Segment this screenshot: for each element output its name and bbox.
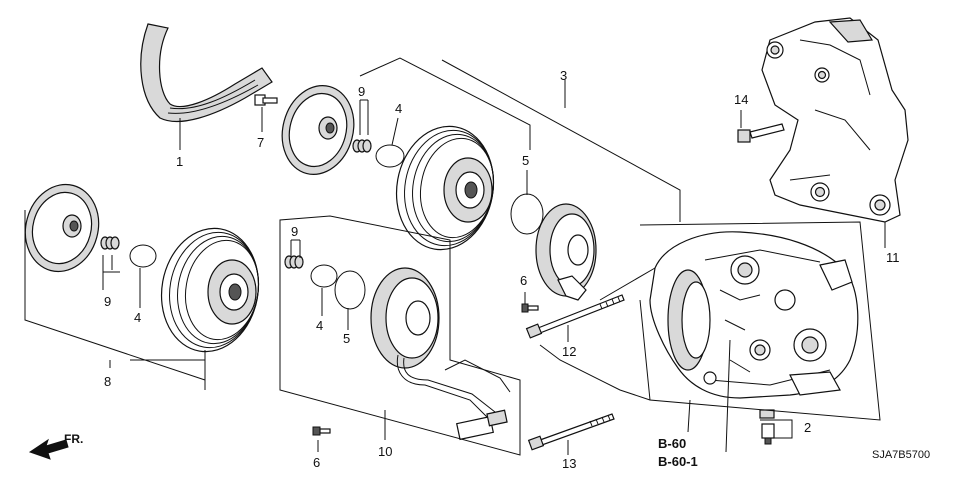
clutch-plate-upper[interactable]	[273, 77, 364, 182]
callout-1: 1	[176, 154, 183, 169]
bolt-14[interactable]	[737, 123, 785, 143]
snap-ring-4-upper[interactable]	[375, 144, 405, 168]
snap-ring-5-upper[interactable]	[510, 193, 544, 235]
callout-14: 14	[734, 92, 748, 107]
callout-13: 13	[562, 456, 576, 471]
snap-ring-4-middle[interactable]	[310, 264, 338, 288]
callout-4-middle: 4	[316, 318, 323, 333]
bolt-6-lower[interactable]	[312, 426, 331, 436]
compressor-body[interactable]	[649, 231, 859, 399]
relief-valve-2[interactable]	[759, 409, 775, 445]
snap-ring-5-middle[interactable]	[334, 270, 366, 310]
callout-11: 11	[886, 250, 900, 265]
bolt-7[interactable]	[254, 94, 278, 106]
callout-10: 10	[378, 444, 392, 459]
bolt-6-upper[interactable]	[521, 303, 539, 313]
diagram-code: SJA7B5700	[872, 449, 930, 461]
shims-upper[interactable]	[352, 139, 372, 153]
field-coil-harness[interactable]	[370, 267, 511, 441]
ref-b60-1[interactable]: B-60-1	[658, 454, 698, 469]
callout-4-lower-left: 4	[134, 310, 141, 325]
pulley-upper[interactable]	[387, 119, 503, 258]
callout-4-upper: 4	[395, 101, 402, 116]
callout-9-middle: 9	[291, 224, 298, 239]
callout-5-middle: 5	[343, 331, 350, 346]
shims-middle[interactable]	[284, 255, 304, 269]
shims-lower-left[interactable]	[100, 236, 120, 250]
pulley-lower[interactable]	[152, 221, 268, 360]
front-direction-label: FR.	[64, 432, 83, 446]
callout-6-lower: 6	[313, 455, 320, 470]
callout-9-upper: 9	[358, 84, 365, 99]
ref-b60[interactable]: B-60	[658, 436, 686, 451]
snap-ring-4-lower-left[interactable]	[129, 244, 157, 268]
drive-belt[interactable]	[140, 23, 273, 122]
leader-lines	[24, 57, 886, 456]
clutch-plate-lower[interactable]	[16, 176, 108, 280]
field-coil-upper[interactable]	[535, 203, 597, 301]
bracket-11[interactable]	[761, 17, 909, 223]
callout-7: 7	[257, 135, 264, 150]
through-bolt-12[interactable]	[525, 294, 625, 339]
through-bolt-13[interactable]	[527, 413, 615, 451]
callout-12: 12	[562, 344, 576, 359]
callout-8: 8	[104, 374, 111, 389]
callout-3: 3	[560, 68, 567, 83]
callout-5-upper: 5	[522, 153, 529, 168]
callout-6-upper: 6	[520, 273, 527, 288]
front-direction-arrow-icon	[28, 438, 69, 460]
callout-9-lower-left: 9	[104, 294, 111, 309]
callout-2: 2	[804, 420, 811, 435]
